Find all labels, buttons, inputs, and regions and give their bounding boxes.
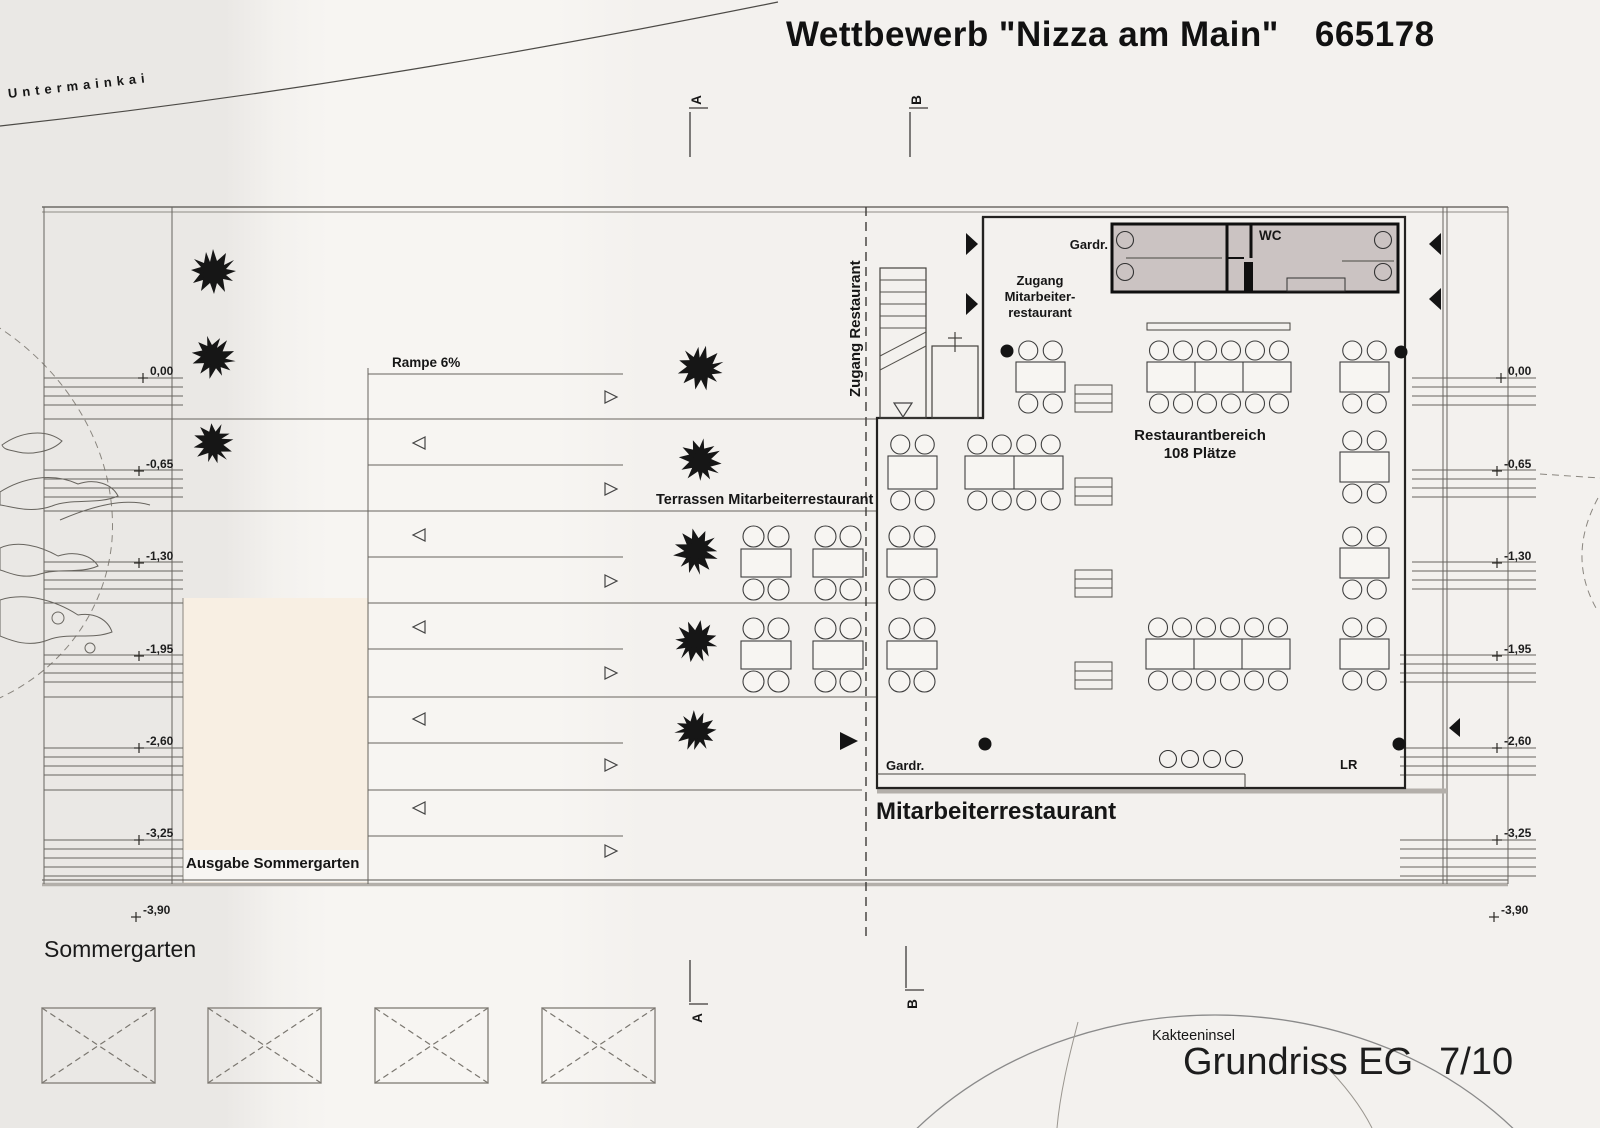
section-marker-b-bottom: B [904, 999, 920, 1009]
terrace-band [42, 206, 1509, 887]
interior-steps [1074, 384, 1113, 690]
elevation-left-6: -3,90 [143, 903, 171, 917]
entry-arrows [840, 233, 1460, 750]
cloakroom-counter [877, 749, 1246, 788]
section-marker-a-bottom: A [689, 1013, 705, 1023]
elevation-right-0: 0,00 [1508, 364, 1532, 378]
elevation-left-1: -0,65 [146, 457, 174, 471]
site-context [0, 1, 1600, 699]
cactus-island-outline [916, 1014, 1514, 1128]
section-marker-lines [689, 107, 928, 1005]
staff-access-line3: restaurant [1008, 304, 1072, 320]
restaurant-building [875, 215, 1447, 794]
drawing-title: Grundriss EG 7/10 [1183, 1040, 1513, 1085]
elevation-crosses [131, 373, 1506, 922]
restaurant-area-line1: Restaurantbereich [1134, 427, 1266, 444]
cloakroom-upper-label: Gardr. [1069, 237, 1108, 252]
ramp-label: Rampe 6% [392, 355, 461, 370]
summer-garden-label: Sommergarten [44, 936, 197, 962]
competition-title: Wettbewerb "Nizza am Main" [786, 15, 1279, 54]
staff-access-line1: Zugang [1016, 273, 1064, 288]
terraces-label: Terrassen Mitarbeiterrestaurant [656, 492, 874, 508]
cactus-island-label: Kakteeninsel [1152, 1028, 1236, 1044]
elevation-left-5: -3,25 [146, 826, 174, 840]
entrance-stair [879, 267, 979, 419]
cloakroom-lower-label: Gardr. [886, 758, 925, 773]
tables [740, 340, 1390, 693]
elevation-right-1: -0,65 [1504, 457, 1532, 471]
elevation-right-2: -1,30 [1504, 549, 1532, 563]
right-steps [1400, 377, 1536, 877]
sheet-title: Wettbewerb "Nizza am Main" 665178 [786, 14, 1435, 55]
wc-cloakroom-core [1110, 222, 1400, 331]
ramp-direction-arrows [411, 390, 619, 858]
wc-label: WC [1259, 228, 1282, 243]
elevation-right-5: -3,25 [1504, 826, 1532, 840]
restaurant-access-label: Zugang Restaurant [847, 260, 864, 397]
section-marker-a-top: A [688, 95, 704, 105]
restaurant-area-label: Restaurantbereich 108 Plätze [1105, 427, 1295, 462]
summer-garden-planters [41, 1007, 656, 1084]
elevation-right-3: -1,95 [1504, 642, 1532, 656]
locker-room-label: LR [1340, 757, 1358, 772]
restaurant-area-line2: 108 Plätze [1163, 444, 1237, 462]
drawing-name: Grundriss EG [1183, 1041, 1414, 1083]
staff-access-line2: Mitarbeiter- [1004, 288, 1076, 304]
section-marker-b-top: B [908, 95, 924, 105]
sheet-number: 7/10 [1439, 1041, 1514, 1083]
entry-number: 665178 [1314, 15, 1435, 54]
elevation-left-3: -1,95 [146, 642, 174, 656]
elevation-right-6: -3,90 [1501, 903, 1529, 917]
summer-garden-output-label: Ausgabe Sommergarten [186, 855, 360, 872]
elevation-left-2: -1,30 [146, 549, 174, 563]
staff-access-label: Zugang Mitarbeiter- restaurant [984, 273, 1096, 321]
elevation-right-4: -2,60 [1504, 734, 1532, 748]
staff-restaurant-label: Mitarbeiterrestaurant [876, 798, 1117, 825]
columns [978, 344, 1408, 751]
elevation-left-0: 0,00 [150, 364, 174, 378]
elevation-left-4: -2,60 [146, 734, 174, 748]
ground-fills [182, 598, 368, 884]
left-steps [44, 377, 183, 877]
